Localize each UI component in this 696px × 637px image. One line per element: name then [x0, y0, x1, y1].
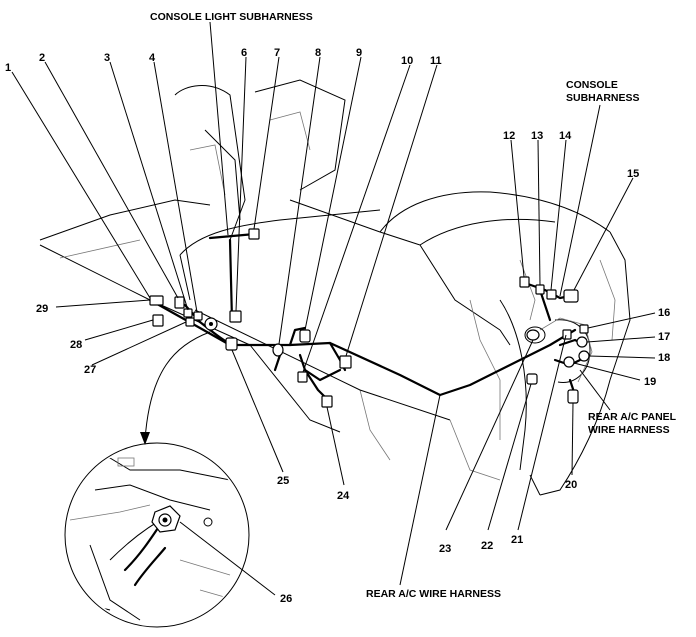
callout-28: 28	[70, 339, 82, 351]
callout-27: 27	[84, 364, 96, 376]
connector-29	[149, 295, 164, 306]
connector-23	[526, 329, 540, 341]
callout-22: 22	[481, 540, 493, 552]
connector-7	[248, 228, 260, 240]
connector-11	[339, 355, 352, 369]
callout-17: 17	[658, 331, 670, 343]
connector-22	[526, 373, 538, 385]
callout-numbers: 1 2 3 4 6 7 8 9 10 11 12 13 14 15 16 17 …	[5, 47, 670, 605]
callout-12: 12	[503, 130, 515, 142]
text-labels: CONSOLE LIGHT SUBHARNESS CONSOLE SUBHARN…	[150, 11, 677, 600]
connector-19	[563, 356, 575, 368]
callout-8: 8	[315, 47, 321, 59]
label-rear-ac-wire-harness: REAR A/C WIRE HARNESS	[366, 588, 501, 600]
callout-21: 21	[511, 534, 523, 546]
connector-20	[567, 389, 579, 404]
callout-10: 10	[401, 55, 413, 67]
callout-2: 2	[39, 52, 45, 64]
callout-14: 14	[559, 130, 572, 142]
callout-7: 7	[274, 47, 280, 59]
callout-25: 25	[277, 475, 289, 487]
leader-lines	[11, 21, 656, 586]
connector-27	[185, 317, 195, 327]
label-console-light-subharness: CONSOLE LIGHT SUBHARNESS	[150, 11, 313, 23]
connector-2	[174, 296, 185, 309]
callout-13: 13	[531, 130, 543, 142]
callout-9: 9	[356, 47, 362, 59]
callout-1: 1	[5, 62, 11, 74]
callout-4: 4	[149, 52, 156, 64]
callout-23: 23	[439, 543, 451, 555]
callout-11: 11	[430, 55, 442, 67]
callout-3: 3	[104, 52, 110, 64]
callout-15: 15	[627, 168, 639, 180]
callout-29: 29	[36, 303, 48, 315]
label-rear-ac-panel-1: REAR A/C PANEL	[588, 411, 677, 423]
connector-3	[183, 308, 193, 318]
connectors	[149, 228, 590, 408]
connector-18	[578, 350, 590, 362]
connector-25	[225, 337, 238, 351]
connector-10	[297, 371, 308, 383]
harness-runs	[148, 232, 587, 402]
connector-13	[535, 284, 545, 295]
connector-15	[563, 289, 579, 303]
connector-12	[519, 276, 530, 288]
callout-6: 6	[241, 47, 247, 59]
connector-4	[193, 311, 203, 321]
callout-24: 24	[337, 490, 350, 502]
connector-28	[152, 314, 164, 327]
connector-14	[546, 289, 557, 300]
connector-6	[229, 310, 242, 323]
callout-16: 16	[658, 307, 670, 319]
connector-21	[562, 329, 572, 340]
connector-9	[299, 329, 311, 343]
callout-18: 18	[658, 352, 670, 364]
label-rear-ac-panel-2: WIRE HARNESS	[588, 424, 670, 436]
connector-16	[579, 324, 589, 334]
callout-20: 20	[565, 479, 577, 491]
callout-19: 19	[644, 376, 656, 388]
label-console-subharness-2: SUBHARNESS	[566, 92, 640, 104]
connector-8	[272, 343, 284, 357]
label-console-subharness-1: CONSOLE	[566, 79, 618, 91]
connector-17	[576, 336, 588, 348]
connector-24	[321, 395, 333, 408]
vehicle-outline	[39, 79, 631, 496]
callout-26: 26	[280, 593, 292, 605]
